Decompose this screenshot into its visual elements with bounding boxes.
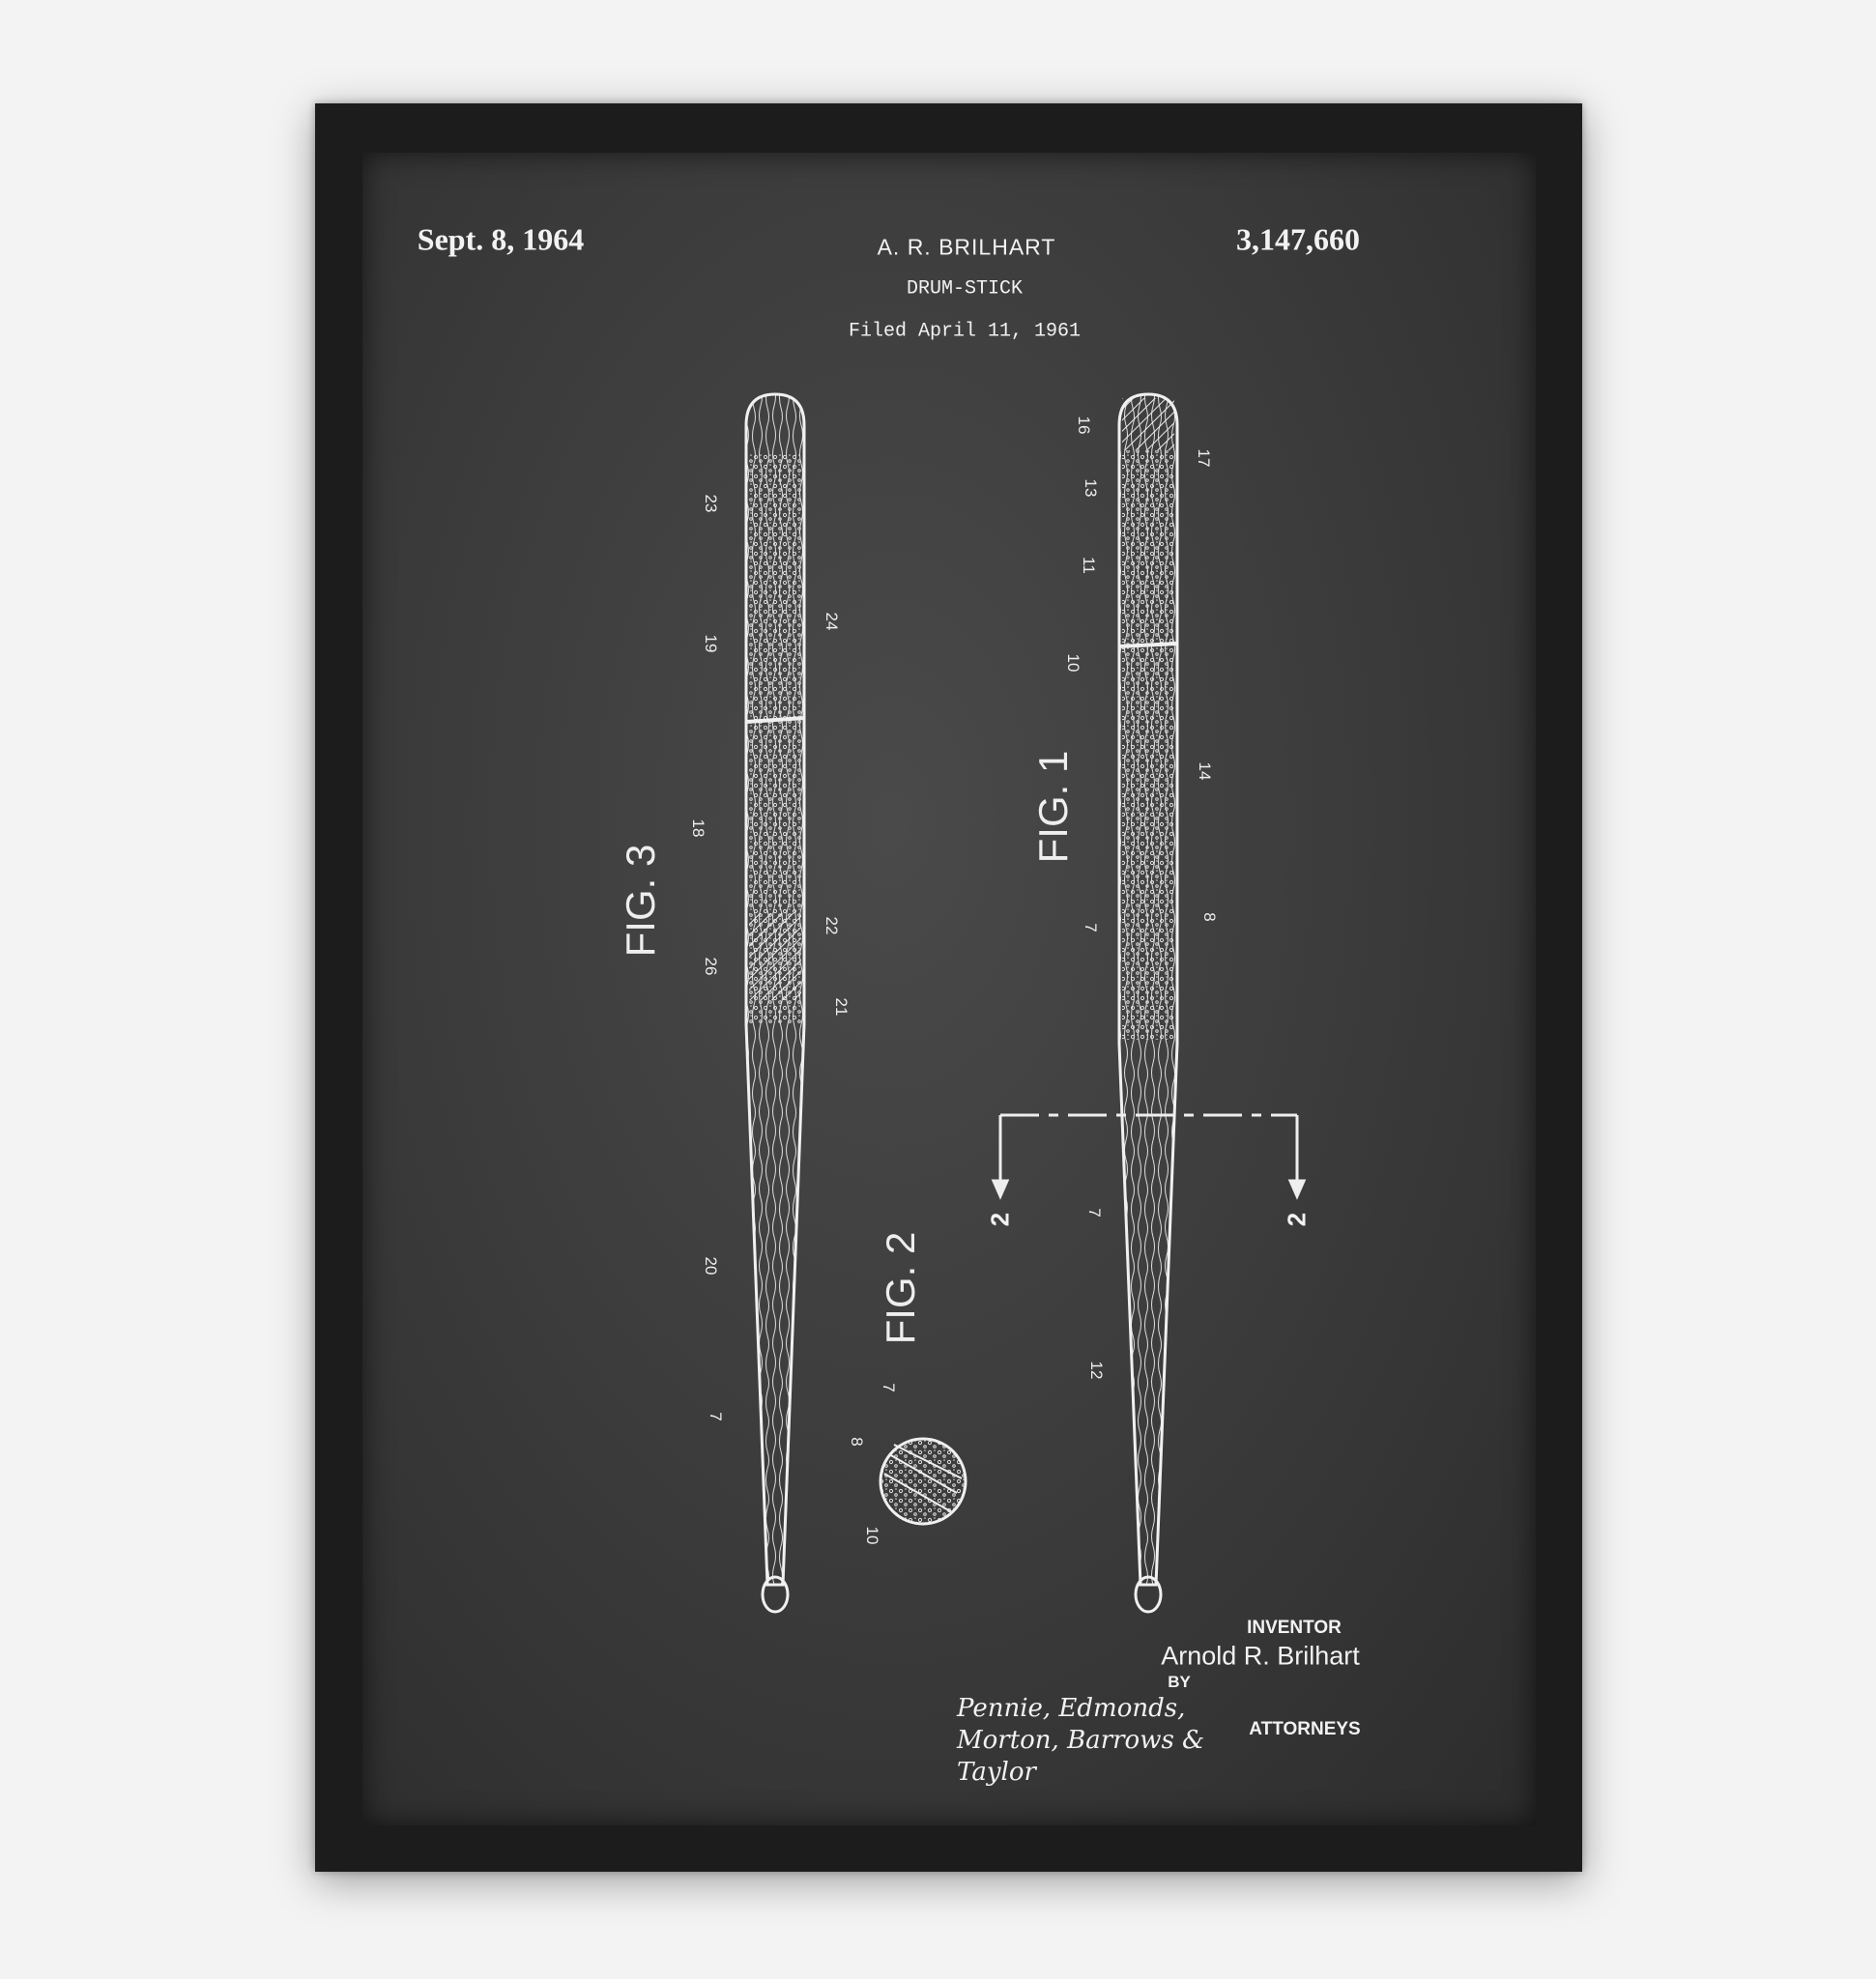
patent-number: 3,147,660 bbox=[1236, 222, 1360, 258]
fig1-drumstick bbox=[1119, 394, 1177, 1612]
ref-number: 26 bbox=[701, 958, 720, 976]
ref-number: 8 bbox=[847, 1437, 866, 1446]
section-label-right: 2 bbox=[1283, 1213, 1313, 1226]
fig2-cross-section bbox=[880, 1439, 966, 1524]
fig1-label: FIG. 1 bbox=[1030, 751, 1077, 864]
ref-number: 12 bbox=[1086, 1362, 1106, 1380]
ref-number: 7 bbox=[706, 1412, 725, 1420]
patent-title: DRUM-STICK bbox=[907, 278, 1023, 301]
ref-number: 24 bbox=[822, 613, 841, 631]
ref-number: 7 bbox=[879, 1383, 898, 1391]
ref-number: 8 bbox=[1199, 912, 1219, 921]
ref-number: 22 bbox=[822, 917, 841, 935]
fig2-label: FIG. 2 bbox=[878, 1232, 924, 1345]
ref-number: 14 bbox=[1195, 762, 1214, 781]
ref-number: 21 bbox=[831, 998, 851, 1017]
ref-number: 7 bbox=[1081, 923, 1100, 932]
ref-number: 11 bbox=[1079, 557, 1098, 574]
ref-number: 19 bbox=[701, 635, 720, 653]
by-label: BY bbox=[1168, 1673, 1191, 1692]
section-label-left: 2 bbox=[986, 1213, 1016, 1226]
inventor-name: Arnold R. Brilhart bbox=[1161, 1642, 1360, 1672]
ref-number: 10 bbox=[862, 1527, 881, 1545]
ref-number: 10 bbox=[1063, 654, 1082, 673]
ref-number: 20 bbox=[701, 1257, 720, 1276]
ref-number: 16 bbox=[1074, 416, 1093, 435]
inventor-short: A. R. BRILHART bbox=[878, 235, 1056, 261]
ref-number: 7 bbox=[1084, 1208, 1104, 1217]
ref-number: 13 bbox=[1081, 479, 1100, 498]
ref-number: 23 bbox=[701, 495, 720, 513]
attorney-signature: Pennie, Edmonds, Morton, Barrows & Taylo… bbox=[957, 1693, 1218, 1789]
ref-number: 17 bbox=[1194, 449, 1213, 468]
patent-date: Sept. 8, 1964 bbox=[418, 222, 584, 258]
ref-number: 18 bbox=[688, 819, 707, 838]
filed-date: Filed April 11, 1961 bbox=[849, 321, 1081, 343]
attorneys-label: ATTORNEYS bbox=[1249, 1719, 1360, 1740]
inventor-label: INVENTOR bbox=[1247, 1618, 1342, 1639]
fig3-drumstick bbox=[746, 394, 804, 1612]
fig3-label: FIG. 3 bbox=[618, 845, 664, 958]
